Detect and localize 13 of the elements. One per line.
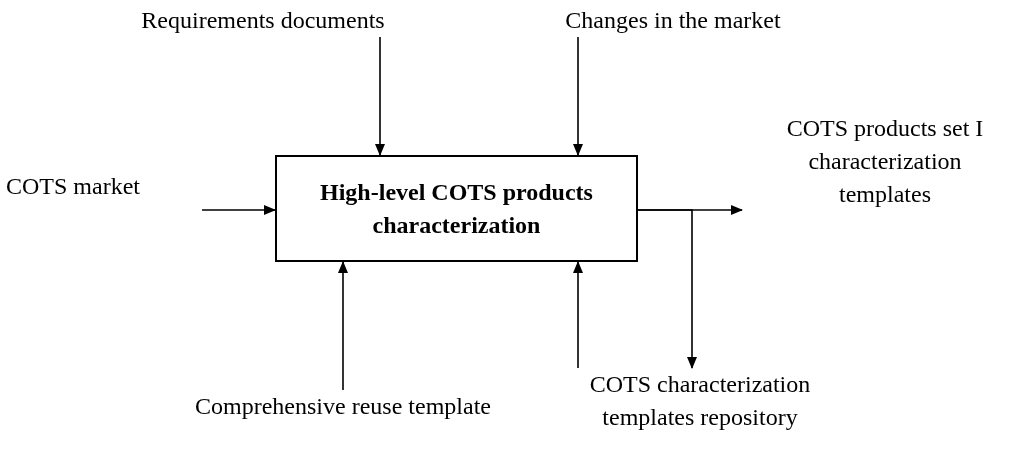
arrow <box>338 261 348 391</box>
arrow <box>375 36 385 156</box>
process-box: High-level COTS products characterization <box>275 155 638 262</box>
arrow <box>573 36 583 156</box>
output-label: COTS characterization templates repository <box>548 368 852 434</box>
input-label: Changes in the market <box>548 4 798 37</box>
arrow <box>637 209 697 369</box>
input-label: COTS market <box>6 170 202 203</box>
input-label: Requirements documents <box>128 4 398 37</box>
arrow <box>573 261 583 369</box>
arrow <box>201 205 276 215</box>
input-label: Comprehensive reuse template <box>178 390 508 423</box>
output-label: COTS products set I characterization templates <box>742 112 1028 211</box>
